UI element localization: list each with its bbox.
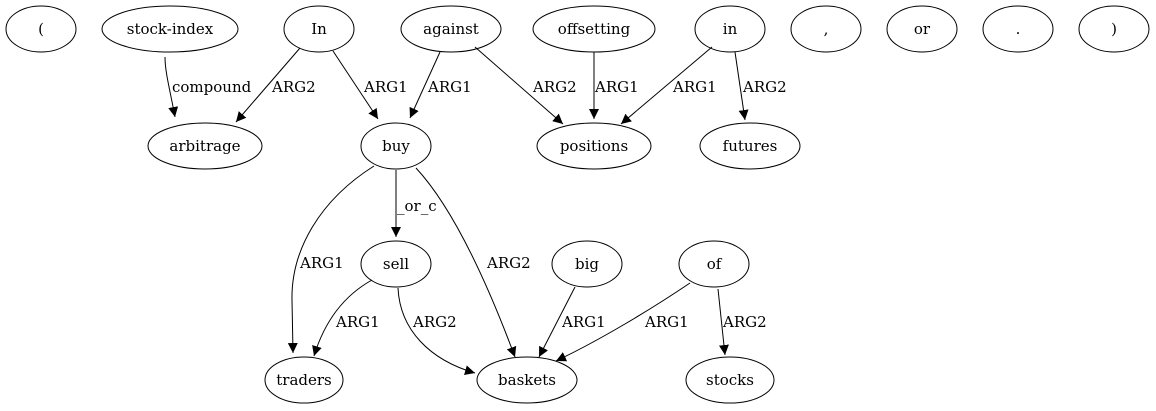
- node-rparen: ): [1078, 5, 1150, 53]
- node-label: stocks: [706, 371, 754, 389]
- edge-in-buy: ARG1: [332, 50, 408, 120]
- node-label: in: [723, 20, 738, 38]
- edge-label: ARG2: [486, 254, 531, 272]
- edge-label: ARG1: [427, 78, 472, 96]
- node-label: offsetting: [558, 20, 631, 38]
- node-label: .: [1016, 20, 1021, 38]
- node-label: ): [1111, 20, 1117, 38]
- node-label: In: [311, 20, 327, 38]
- edge-buy-baskets: ARG2: [415, 167, 531, 358]
- node-in: in: [694, 5, 766, 53]
- node-comma: ,: [790, 5, 862, 53]
- edge-buy-sell: _or_c: [391, 170, 437, 237]
- edge-label: _or_c: [397, 197, 437, 215]
- edge-label: ARG2: [532, 78, 577, 96]
- node-label: (: [38, 20, 44, 38]
- edge-in-positions: ARG1: [620, 46, 717, 125]
- edge-label: ARG1: [644, 313, 689, 331]
- edge-big-baskets: ARG1: [538, 286, 606, 358]
- node-label: buy: [382, 137, 410, 155]
- node-big: big: [551, 240, 623, 288]
- node-In: In: [283, 5, 355, 53]
- node-futures: futures: [699, 122, 801, 170]
- edge-label: ARG1: [363, 78, 408, 96]
- edge-label: ARG1: [335, 313, 380, 331]
- node-label: ,: [824, 20, 829, 38]
- node-positions: positions: [536, 122, 652, 170]
- node-stocks: stocks: [685, 356, 775, 404]
- node-against: against: [400, 5, 502, 53]
- node-traders: traders: [264, 356, 344, 404]
- node-label: or: [914, 20, 931, 38]
- edge-sell-baskets: ARG2: [397, 287, 476, 376]
- node-stock-index: stock-index: [101, 5, 239, 53]
- node-baskets: baskets: [476, 356, 578, 404]
- edge-stockindex-arbitrage: compound: [164, 56, 252, 118]
- node-label: stock-index: [127, 20, 214, 38]
- edge-of-stocks: ARG2: [717, 288, 767, 356]
- node-label: against: [423, 20, 479, 38]
- edge-of-baskets: ARG1: [555, 282, 691, 362]
- node-label: positions: [560, 137, 628, 155]
- node-label: arbitrage: [169, 137, 240, 155]
- edge-label: ARG2: [722, 313, 767, 331]
- node-buy: buy: [360, 122, 432, 170]
- nodes: ( stock-index In against offsetting in ,: [5, 5, 1150, 404]
- edge-label: ARG1: [299, 254, 344, 272]
- edge-sell-traders: ARG1: [312, 279, 380, 357]
- edges: compound ARG2 ARG1 ARG1 ARG2 ARG1 ARG1: [164, 46, 787, 376]
- node-or: or: [886, 5, 958, 53]
- edge-label: compound: [172, 78, 252, 96]
- edge-buy-traders: ARG1: [287, 165, 375, 354]
- node-sell: sell: [360, 240, 432, 288]
- node-label: sell: [383, 255, 409, 273]
- node-lparen: (: [5, 5, 77, 53]
- edge-label: ARG2: [742, 78, 787, 96]
- node-label: of: [707, 255, 723, 273]
- edge-in-futures: ARG2: [734, 51, 787, 121]
- edge-in-arbitrage: ARG2: [235, 47, 316, 123]
- node-of: of: [678, 240, 750, 288]
- node-period: .: [982, 5, 1054, 53]
- edge-against-positions: ARG2: [474, 46, 577, 125]
- edge-label: ARG1: [561, 313, 606, 331]
- edge-label: ARG2: [412, 313, 457, 331]
- edge-label: ARG1: [594, 78, 639, 96]
- node-offsetting: offsetting: [532, 5, 656, 53]
- node-label: baskets: [498, 371, 556, 389]
- edge-against-buy: ARG1: [409, 51, 472, 119]
- edge-label: ARG1: [672, 78, 717, 96]
- edge-label: ARG2: [271, 78, 316, 96]
- edge-offsetting-positions: ARG1: [589, 52, 639, 119]
- node-label: futures: [723, 137, 778, 155]
- node-label: traders: [276, 371, 332, 389]
- node-label: big: [575, 255, 599, 273]
- node-arbitrage: arbitrage: [147, 122, 263, 170]
